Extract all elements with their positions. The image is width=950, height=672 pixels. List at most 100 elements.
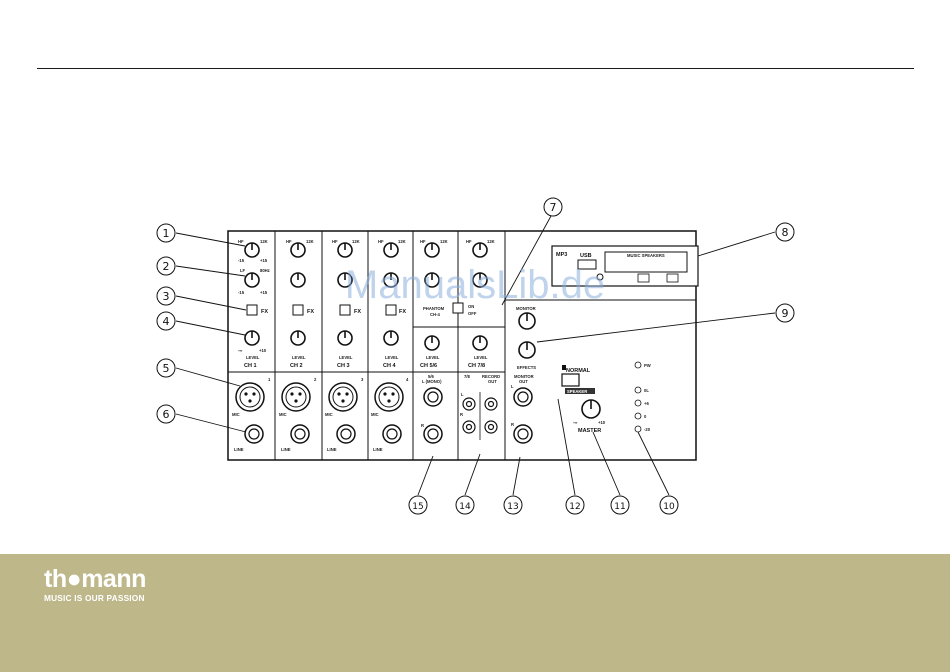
effects-label: EFFECTS bbox=[517, 365, 536, 370]
callout-5: 5 bbox=[163, 362, 170, 375]
normal-label: NORMAL bbox=[566, 368, 591, 374]
knob-level-ch2 bbox=[290, 330, 306, 346]
knob-lf-ch2 bbox=[290, 272, 306, 288]
hf-label: HF bbox=[286, 239, 292, 244]
line-label: LINE bbox=[234, 447, 244, 452]
fx-buttons bbox=[246, 304, 397, 316]
monitor-r-label: R bbox=[511, 422, 514, 427]
knob-level-ch1 bbox=[244, 330, 260, 346]
level-label: LEVEL bbox=[246, 355, 260, 360]
knob-hf-ch2 bbox=[290, 242, 306, 258]
callout-10: 10 bbox=[663, 502, 675, 512]
led-plus6: +6 bbox=[644, 401, 649, 406]
knob-lf-ch4 bbox=[383, 272, 399, 288]
fx-label: FX bbox=[354, 309, 361, 315]
callout-14: 14 bbox=[459, 502, 471, 512]
jack-number: 4 bbox=[406, 377, 409, 382]
mic-label: MIC bbox=[279, 412, 287, 417]
led-indicators bbox=[634, 361, 642, 433]
knob-hf-ch56 bbox=[424, 242, 440, 258]
rca-l-label: L bbox=[461, 392, 464, 397]
mic-label: MIC bbox=[232, 412, 240, 417]
hf-freq-label: 12K bbox=[440, 239, 448, 244]
line-jacks bbox=[244, 387, 533, 444]
mixer-diagram: HF 12K -15 +15 LF 80Hz -15 +15 HF 12K HF… bbox=[156, 197, 795, 515]
phantom-off-label: OFF bbox=[468, 311, 477, 316]
level-max: +10 bbox=[259, 348, 267, 353]
knob-master bbox=[581, 399, 601, 419]
line-label: LINE bbox=[327, 447, 337, 452]
led-minus20: -20 bbox=[644, 427, 651, 432]
lf-freq-label: 80Hz bbox=[260, 268, 270, 273]
master-max: +10 bbox=[598, 420, 606, 425]
eq-max-label: +15 bbox=[260, 290, 268, 295]
hf-freq-label: 12K bbox=[306, 239, 314, 244]
led-0: 0 bbox=[644, 414, 647, 419]
led-0l: 0L bbox=[644, 388, 649, 393]
master-min: -∞ bbox=[573, 420, 577, 425]
callout-15: 15 bbox=[412, 502, 423, 512]
brand-logo: th●mann bbox=[44, 565, 146, 593]
phantom-on-label: ON bbox=[468, 304, 474, 309]
knob-level-ch4 bbox=[383, 330, 399, 346]
fx-label: FX bbox=[399, 309, 406, 315]
hf-freq-label: 12K bbox=[260, 239, 268, 244]
hf-label: HF bbox=[332, 239, 338, 244]
level-label: LEVEL bbox=[385, 355, 399, 360]
speaker-label: SPEAKER bbox=[567, 389, 587, 394]
led-pw: PW bbox=[644, 363, 651, 368]
mic-label: MIC bbox=[325, 412, 333, 417]
normal-speaker-switch bbox=[561, 373, 580, 387]
phantom-switch bbox=[452, 302, 464, 314]
level-label: LEVEL bbox=[292, 355, 306, 360]
level-label: LEVEL bbox=[426, 355, 440, 360]
line-label: LINE bbox=[281, 447, 291, 452]
callout-9: 9 bbox=[782, 307, 789, 320]
usb-label: USB bbox=[580, 253, 592, 259]
callout-leaders bbox=[175, 215, 776, 496]
knob-lf-ch56 bbox=[424, 272, 440, 288]
channel-strips: HF 12K -15 +15 LF 80Hz -15 +15 HF 12K HF… bbox=[238, 239, 495, 369]
monitor-label: MONITOR bbox=[516, 306, 536, 311]
eq-max-label: +15 bbox=[260, 258, 268, 263]
knob-monitor bbox=[518, 312, 536, 330]
phantom-label: PHANTOM bbox=[423, 306, 445, 311]
knob-hf-ch1 bbox=[244, 242, 260, 258]
eq-min-label: -15 bbox=[238, 290, 245, 295]
callout-8: 8 bbox=[782, 226, 789, 239]
callout-6: 6 bbox=[163, 408, 170, 421]
knob-lf-ch1 bbox=[244, 272, 260, 288]
callout-12: 12 bbox=[569, 502, 580, 512]
channel-dividers bbox=[274, 231, 696, 460]
lf-label: LF bbox=[240, 268, 246, 273]
knob-level-ch56 bbox=[424, 335, 440, 351]
monitor-out-label2: OUT bbox=[519, 379, 528, 384]
r-label: R bbox=[421, 423, 424, 428]
mp3-label: MP3 bbox=[556, 252, 567, 258]
rca-jacks bbox=[462, 397, 498, 434]
watermark: ManualsLib.de bbox=[345, 263, 605, 307]
master-label: MASTER bbox=[578, 428, 601, 434]
rca-r-label: R bbox=[460, 412, 463, 417]
eq-min-label: -15 bbox=[238, 258, 245, 263]
knob-lf-ch3 bbox=[337, 272, 353, 288]
level-label: LEVEL bbox=[474, 355, 488, 360]
input-56-label: 5/6 bbox=[428, 374, 434, 379]
level-label: LEVEL bbox=[339, 355, 353, 360]
knob-level-ch3 bbox=[337, 330, 353, 346]
line-label: LINE bbox=[373, 447, 383, 452]
input-56-mono-label: L (MONO) bbox=[422, 379, 442, 384]
hf-label: HF bbox=[238, 239, 244, 244]
callout-7: 7 bbox=[550, 201, 557, 214]
hf-label: HF bbox=[466, 239, 472, 244]
channel-label-ch3: CH 3 bbox=[337, 363, 350, 369]
monitor-l-label: L bbox=[511, 384, 514, 389]
callout-13: 13 bbox=[507, 502, 518, 512]
hf-freq-label: 12K bbox=[352, 239, 360, 244]
monitor-out-label: MONITOR bbox=[514, 374, 534, 379]
footer-band bbox=[0, 554, 950, 672]
channel-label-ch4: CH 4 bbox=[383, 363, 396, 369]
mic-label: MIC bbox=[371, 412, 379, 417]
channel-label-ch78: CH 7/8 bbox=[468, 363, 485, 369]
record-label: RECORD bbox=[482, 374, 500, 379]
